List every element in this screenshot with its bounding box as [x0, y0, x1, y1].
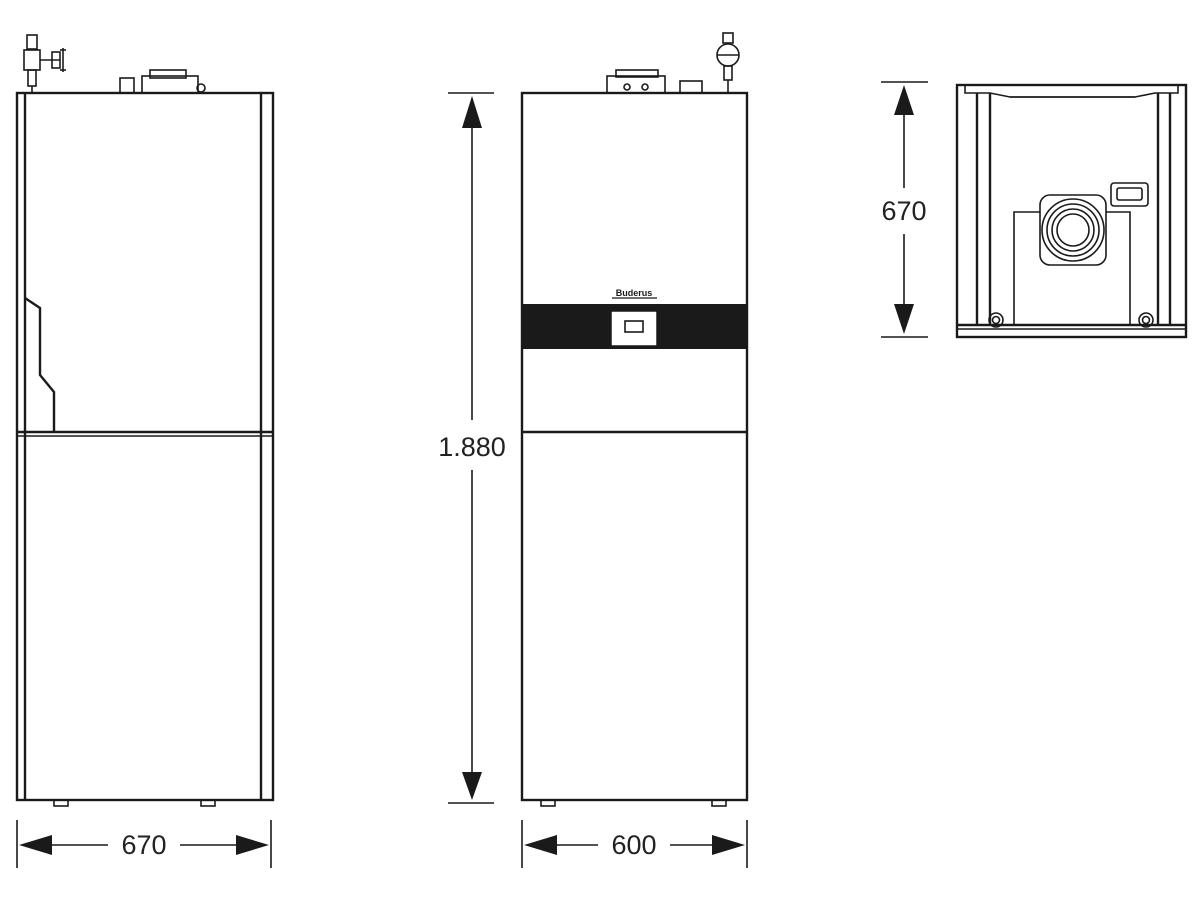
side-foot-left: [53, 799, 69, 807]
top-outline: [955, 83, 1188, 339]
side-foot-right: [200, 799, 216, 807]
side-valve-icon: [23, 34, 66, 93]
top-foot-left-icon: [988, 312, 1004, 328]
front-view: Buderus 1.880 600: [438, 32, 749, 868]
front-valve-icon: [716, 32, 740, 93]
control-display-icon: [624, 320, 644, 333]
side-width-dimension: 670: [16, 820, 272, 868]
side-cabinet: [15, 91, 275, 802]
top-depth-dimension: 670: [881, 81, 928, 338]
front-foot-right: [711, 799, 727, 807]
front-flue-connector-icon: [606, 69, 703, 94]
side-view: 670: [15, 34, 275, 868]
front-foot-left: [540, 799, 556, 807]
front-height-label: 1.880: [438, 432, 506, 462]
top-foot-right-icon: [1138, 312, 1154, 328]
front-height-dimension: 1.880: [438, 92, 506, 804]
front-width-label: 600: [611, 830, 656, 860]
top-flue-ring-icon: [1039, 194, 1107, 266]
side-width-label: 670: [121, 830, 166, 860]
top-view: 670: [881, 81, 1188, 339]
top-depth-label: 670: [881, 196, 926, 226]
control-panel: [610, 310, 658, 347]
side-recess-outline: [24, 297, 56, 432]
side-flue-connector-icon: [119, 69, 206, 94]
front-cabinet: [520, 91, 749, 802]
brand-logo: Buderus: [616, 288, 653, 298]
top-connector-icon: [1110, 182, 1149, 207]
front-width-dimension: 600: [521, 820, 748, 868]
